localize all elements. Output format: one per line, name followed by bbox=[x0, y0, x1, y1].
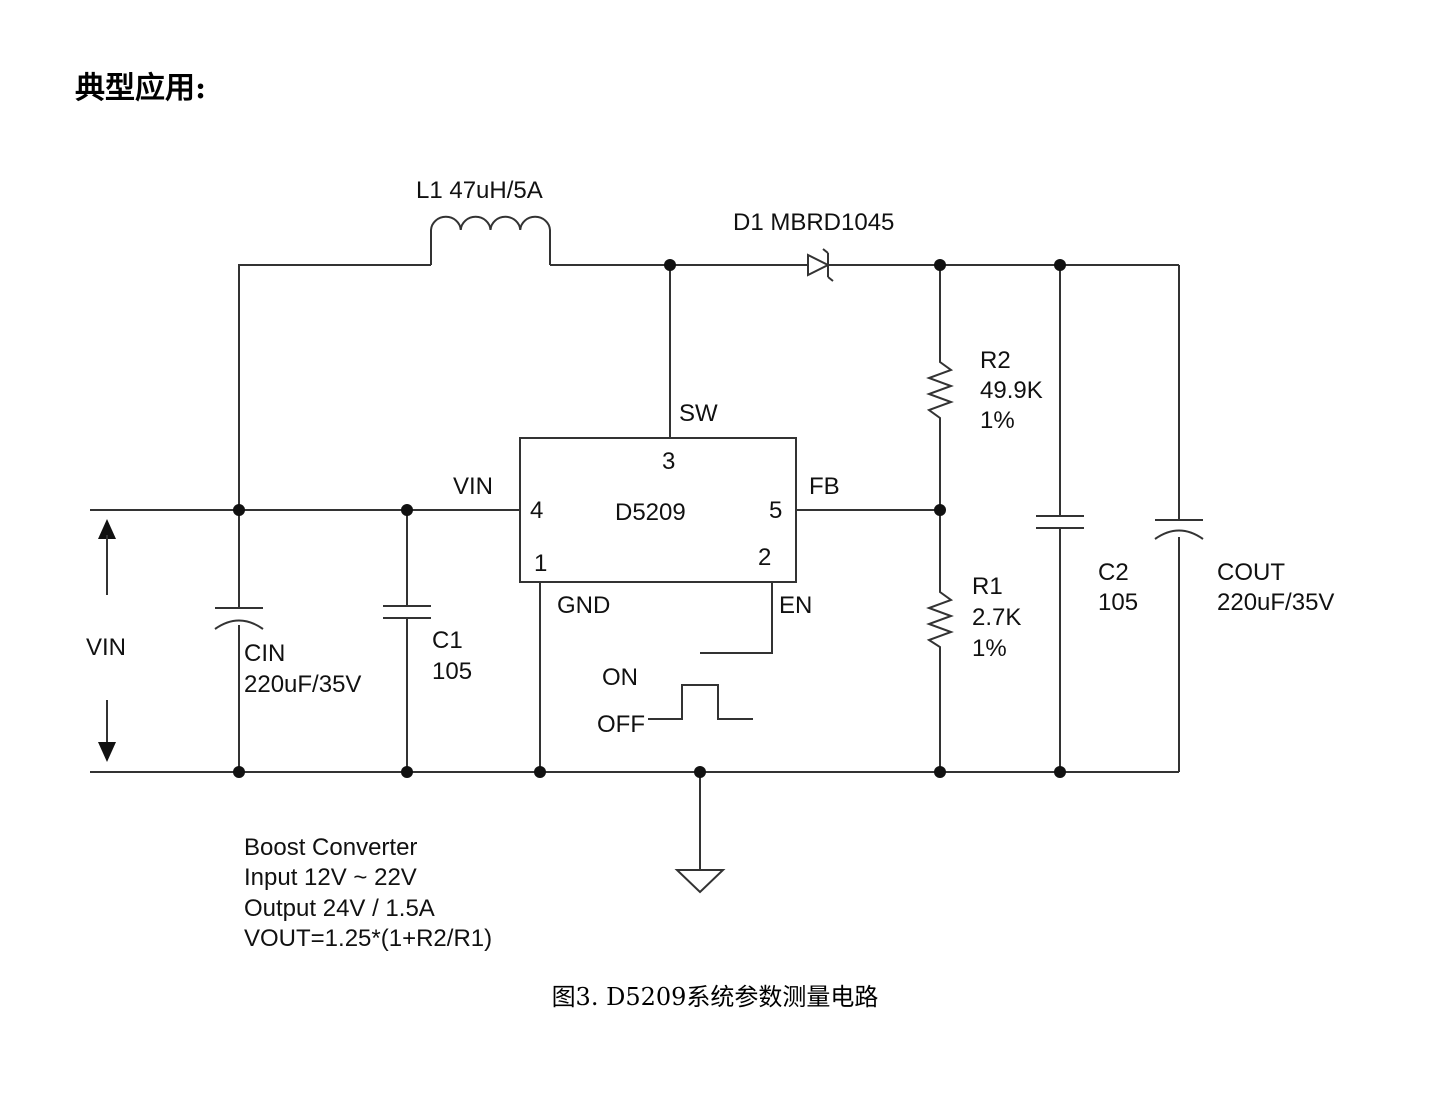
r1-value: 2.7K bbox=[972, 604, 1021, 631]
ic-d5209 bbox=[519, 437, 797, 583]
note-line: Input 12V ~ 22V bbox=[244, 864, 417, 891]
cout-name: COUT bbox=[1217, 559, 1285, 586]
vin-label: VIN bbox=[86, 634, 126, 661]
pin-fb-number: 5 bbox=[769, 497, 782, 524]
junction-dot bbox=[401, 504, 413, 516]
diode-label: D1 MBRD1045 bbox=[733, 209, 894, 236]
cin-name: CIN bbox=[244, 640, 285, 667]
junction-dots bbox=[233, 259, 1066, 778]
enable-off-label: OFF bbox=[597, 711, 645, 738]
pin-gnd-number: 1 bbox=[534, 550, 547, 577]
resistor-r1 bbox=[926, 585, 954, 653]
inductor-label: L1 47uH/5A bbox=[416, 177, 543, 204]
c1-value: 105 bbox=[432, 658, 472, 685]
capacitor-cout bbox=[1154, 519, 1204, 540]
junction-dot bbox=[934, 504, 946, 516]
enable-pulse bbox=[648, 684, 753, 720]
pin-vin-number: 4 bbox=[530, 497, 543, 524]
pin-vin-label: VIN bbox=[453, 473, 493, 500]
pin-gnd-label: GND bbox=[557, 592, 610, 619]
r1-tolerance: 1% bbox=[972, 635, 1007, 662]
junction-dot bbox=[1054, 259, 1066, 271]
ground-icon bbox=[674, 869, 726, 894]
enable-on-label: ON bbox=[602, 664, 638, 691]
pin-en-number: 2 bbox=[758, 544, 771, 571]
junction-dot bbox=[934, 259, 946, 271]
r2-name: R2 bbox=[980, 347, 1011, 374]
inductor-l1 bbox=[430, 215, 551, 265]
wires bbox=[90, 264, 1180, 870]
capacitor-c2 bbox=[1036, 515, 1084, 529]
note-line: Boost Converter bbox=[244, 834, 417, 861]
junction-dot bbox=[934, 766, 946, 778]
note-line: VOUT=1.25*(1+R2/R1) bbox=[244, 925, 492, 952]
capacitor-c1 bbox=[383, 605, 431, 619]
junction-dot bbox=[233, 766, 245, 778]
design-notes: Boost Converter Input 12V ~ 22V Output 2… bbox=[244, 834, 492, 952]
junction-dot bbox=[694, 766, 706, 778]
r2-tolerance: 1% bbox=[980, 407, 1015, 434]
c2-name: C2 bbox=[1098, 559, 1129, 586]
c2-value: 105 bbox=[1098, 589, 1138, 616]
junction-dot bbox=[1054, 766, 1066, 778]
junction-dot bbox=[534, 766, 546, 778]
note-line: Output 24V / 1.5A bbox=[244, 895, 435, 922]
capacitor-cin bbox=[214, 607, 264, 630]
figure-caption: 图3. D5209系统参数测量电路 bbox=[552, 983, 879, 1011]
cout-value: 220uF/35V bbox=[1217, 589, 1334, 616]
pin-sw-number: 3 bbox=[662, 448, 675, 475]
r1-name: R1 bbox=[972, 573, 1003, 600]
diode-d1 bbox=[758, 248, 878, 282]
junction-dot bbox=[401, 766, 413, 778]
junction-dot bbox=[664, 259, 676, 271]
section-heading: 典型应用: bbox=[75, 71, 206, 106]
cin-value: 220uF/35V bbox=[244, 671, 361, 698]
pin-en-label: EN bbox=[779, 592, 812, 619]
c1-name: C1 bbox=[432, 627, 463, 654]
vin-arrow bbox=[98, 519, 116, 762]
junction-dot bbox=[233, 504, 245, 516]
ic-name: D5209 bbox=[615, 499, 686, 526]
pin-fb-label: FB bbox=[809, 473, 840, 500]
pin-sw-label: SW bbox=[679, 400, 718, 427]
r2-value: 49.9K bbox=[980, 377, 1043, 404]
resistor-r2 bbox=[926, 355, 954, 425]
